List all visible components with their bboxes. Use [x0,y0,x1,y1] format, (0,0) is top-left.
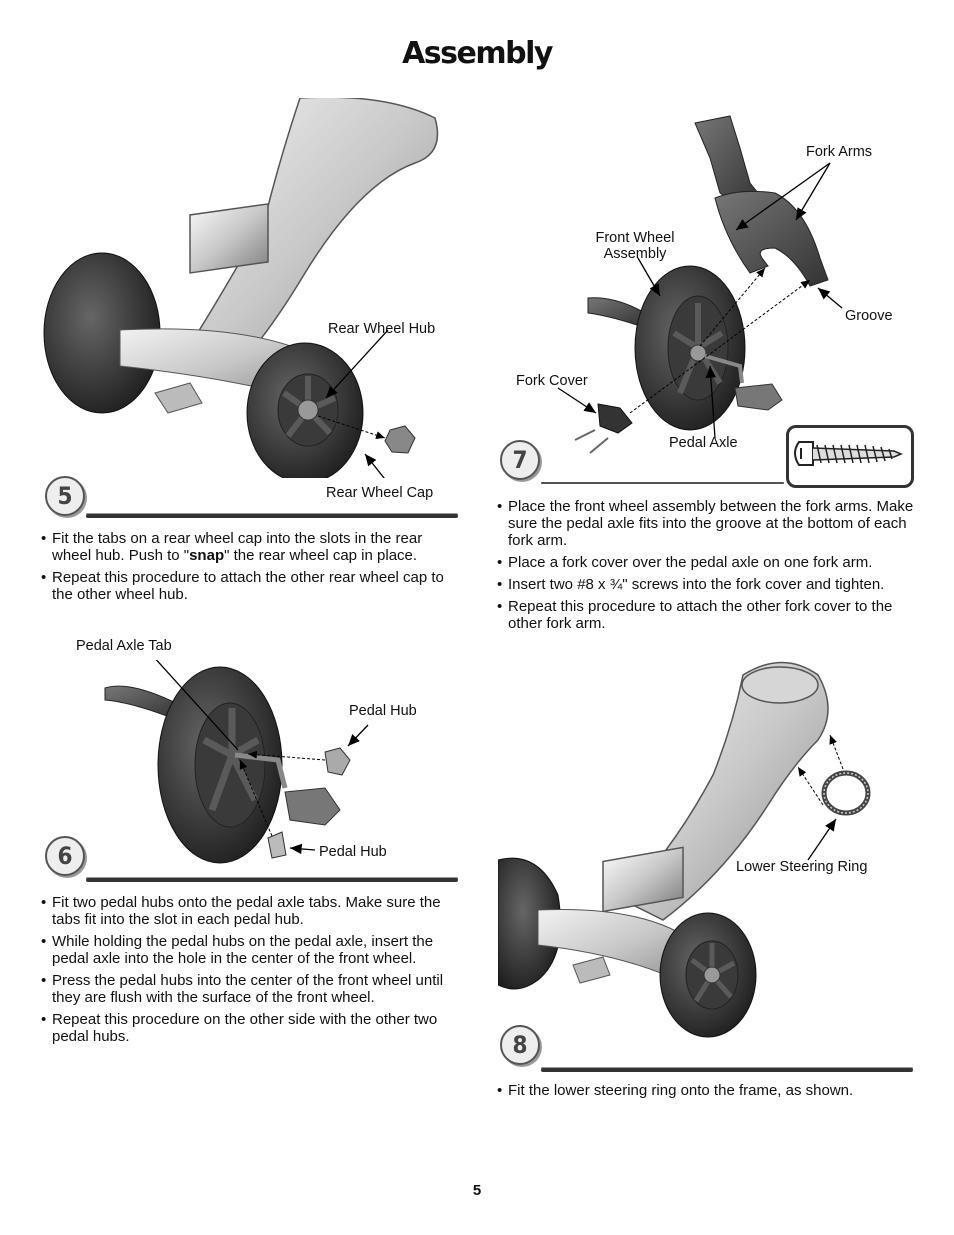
step8-instructions: Fit the lower steering ring onto the fra… [497,1082,917,1104]
step6-instructions: Fit two pedal hubs onto the pedal axle t… [41,894,461,1050]
instruction-item: Repeat this procedure on the other side … [41,1011,461,1045]
fork-cover [597,403,633,434]
frame-clip [154,382,203,414]
label-lower-steering-ring: Lower Steering Ring [736,859,868,875]
pedal-hub-top [324,747,351,776]
step-divider [86,878,458,882]
page-title: Assembly [402,36,553,71]
step5-instructions: Fit the tabs on a rear wheel cap into th… [41,530,461,608]
pedal [734,383,783,411]
instruction-item: Place the front wheel assembly between t… [497,498,917,549]
screw-icon [794,441,903,466]
page-number: 5 [472,1182,482,1199]
instruction-item: Place a fork cover over the pedal axle o… [497,554,917,571]
step-number-badge: 6 [45,836,85,876]
step-divider [86,514,458,518]
pedal-hub-bottom [267,831,287,859]
label-groove: Groove [845,308,893,324]
pedal [284,787,341,826]
step-divider [541,1068,913,1072]
label-rear-wheel-hub: Rear Wheel Hub [328,321,436,337]
label-front-wheel-assembly: Front Wheel Assembly [595,230,675,262]
handle-grip [587,297,646,327]
fork-body [714,190,829,287]
step6-illustration [104,660,369,864]
frame-bracket [189,203,269,274]
rear-wheel-cap [384,425,416,454]
label-fork-arms: Fork Arms [806,144,873,160]
label-fork-cover: Fork Cover [516,373,588,389]
instruction-item: Fit the lower steering ring onto the fra… [497,1082,917,1099]
instruction-item: Insert two #8 x ¾" screws into the fork … [497,576,917,593]
label-pedal-hub-top: Pedal Hub [349,703,417,719]
label-rear-wheel-cap: Rear Wheel Cap [326,485,434,501]
step-number-badge: 7 [500,440,540,480]
step-number-badge: 8 [500,1025,540,1065]
step7-instructions: Place the front wheel assembly between t… [497,498,917,637]
screw-reference-box [786,425,914,488]
step7-illustration [557,115,843,454]
label-pedal-axle: Pedal Axle [669,435,738,451]
instruction-item: Fit two pedal hubs onto the pedal axle t… [41,894,461,928]
head-tube-top [741,666,819,704]
instruction-item: Press the pedal hubs into the center of … [41,972,461,1006]
pedal-axle [704,354,744,384]
label-pedal-hub-bottom: Pedal Hub [319,844,387,860]
step5-illustration [43,98,439,478]
instruction-item: Repeat this procedure to attach the othe… [497,598,917,632]
step-divider [541,482,784,484]
instruction-item: While holding the pedal hubs on the peda… [41,933,461,967]
label-pedal-axle-tab: Pedal Axle Tab [76,638,172,654]
step-number-badge: 5 [45,476,85,516]
instruction-item: Fit the tabs on a rear wheel cap into th… [41,530,461,564]
frame-clip [572,956,611,984]
frame-bracket [602,846,684,913]
step8-illustration [498,661,871,1038]
instruction-item: Repeat this procedure to attach the othe… [41,569,461,603]
